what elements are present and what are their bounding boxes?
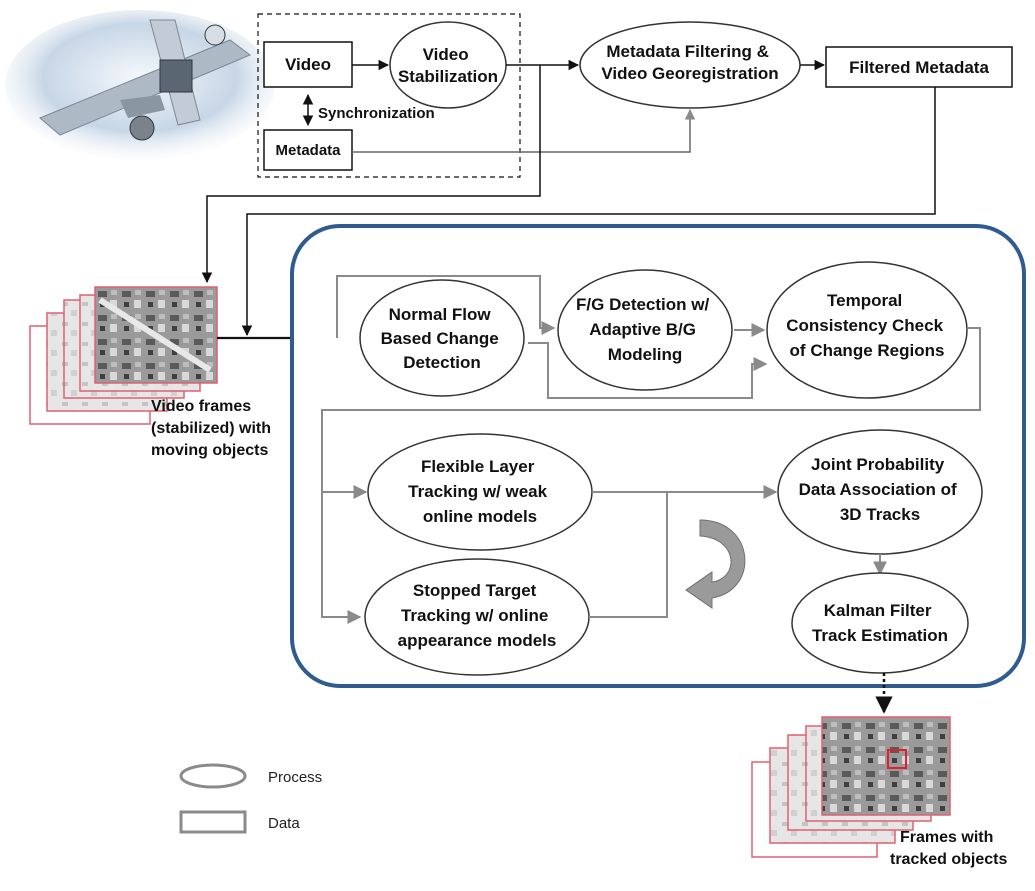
- legend-data-shape: [179, 810, 247, 834]
- normal-flow-process: [359, 279, 525, 397]
- filtered-metadata-label: Filtered Metadata: [849, 58, 989, 77]
- stopped-target-label: Stopped Target Tracking w/ online appear…: [398, 581, 557, 650]
- arrow-filtered-metadata-to-processing: [241, 87, 936, 337]
- arrow-stabilization-to-frames: [201, 65, 541, 284]
- uav-image: [5, 10, 275, 160]
- video-stabilization-label: Video Stabilization: [398, 45, 498, 86]
- flexible-layer-label: Flexible Layer Tracking w/ weak online m…: [408, 457, 552, 526]
- sensor-group-box: [257, 13, 521, 178]
- filtered-metadata-data-box: [825, 46, 1013, 88]
- metadata-label: Metadata: [275, 142, 341, 159]
- metadata-data-box: [263, 129, 353, 171]
- legend-process-label: Process: [268, 769, 322, 786]
- arrow-metadata-to-filtering: [352, 108, 696, 153]
- video-frames-stack: [29, 286, 218, 425]
- kalman-filter-label: Kalman Filter Track Estimation: [812, 601, 948, 645]
- legend: Process Data: [179, 763, 322, 834]
- video-label: Video: [285, 55, 331, 74]
- normal-flow-label: Normal Flow Based Change Detection: [381, 305, 504, 372]
- metadata-filtering-label: Metadata Filtering & Video Georegistrati…: [601, 42, 778, 83]
- tracked-frames-caption: Frames with tracked objects: [890, 829, 1007, 868]
- fg-detection-process: [557, 269, 733, 391]
- synchronization-label: Synchronization: [318, 105, 435, 122]
- temporal-consistency-process: [766, 261, 968, 399]
- feedback-loop-icon: [685, 519, 746, 609]
- arrow-stopped-target-merge: [589, 492, 668, 618]
- tracked-frames-stack: [751, 716, 951, 858]
- arrow-normal-flow-to-temporal: [528, 342, 768, 399]
- kalman-filter-process: [791, 572, 969, 674]
- video-frames-caption: Video frames (stabilized) with moving ob…: [151, 398, 275, 459]
- arrow-temporal-to-tracking: [321, 327, 981, 624]
- temporal-consistency-label: Temporal Consistency Check of Change Reg…: [786, 291, 948, 360]
- fg-detection-label: F/G Detection w/ Adaptive B/G Modeling: [576, 295, 714, 364]
- arrow-loop-to-fg-detection: [336, 275, 556, 338]
- joint-probability-label: Joint Probability Data Association of 3D…: [799, 455, 962, 524]
- legend-process-shape: [179, 763, 247, 789]
- legend-data-label: Data: [268, 815, 300, 832]
- video-stabilization-process: [389, 21, 507, 109]
